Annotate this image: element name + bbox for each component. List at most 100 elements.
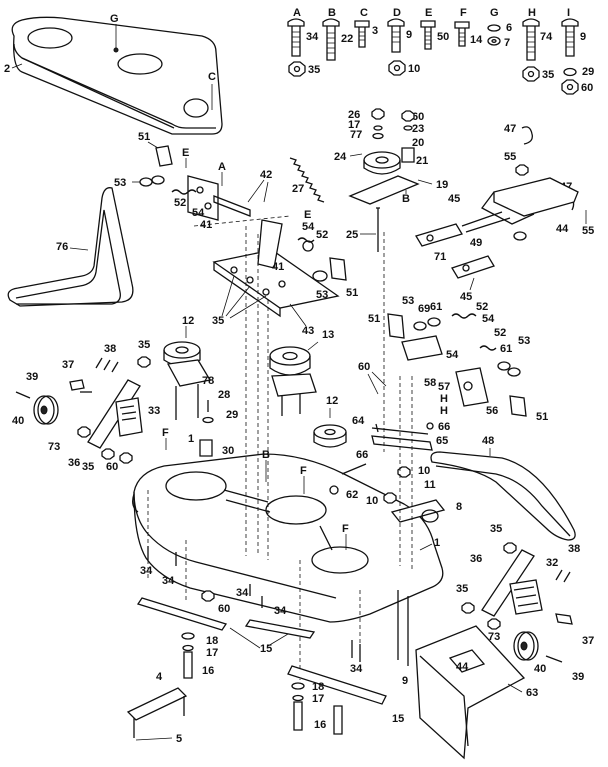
spring-part-27: 27 [289,157,325,203]
callout-39a: 39 [26,371,38,383]
hex-nut-h: 35 [522,66,554,82]
hardware-bolt-a: A 34 [287,7,319,57]
callout-40a: 40 [12,415,24,427]
callout-38a: 38 [104,343,116,355]
callout-f2: F [300,465,307,477]
hardware-bolt-h: H 74 [522,7,553,61]
hardware-number-h: 74 [540,31,553,43]
callout-12a: 12 [182,315,194,327]
callout-4: 4 [156,671,163,683]
right-idler-bracket-assembly: E 54 52 41 53 51 [257,209,358,301]
callout-52c: 52 [476,301,488,313]
callout-26: 26 [348,109,360,121]
callout-54a: 54 [192,207,205,219]
callout-60e: 60 [218,603,230,615]
callout-11: 11 [424,479,436,491]
hardware-letter-c: C [360,7,368,19]
left-idler-bracket-assembly: 51 E A 53 52 54 41 42 [114,131,272,231]
callout-76: 76 [56,241,68,253]
callout-16b: 16 [314,719,326,731]
nut-number-35b: 35 [542,69,554,81]
spindle-pulley-12-left: 12 [163,315,212,420]
callout-51a: 51 [138,131,150,143]
callout-29b: 29 [226,409,238,421]
spindle-pulley-12-right: 12 64 66 65 [313,395,450,451]
lift-arm-assembly: 47 55 47 44 55 45 49 71 45 [415,123,594,303]
hardware-letter-g: G [490,7,499,19]
callout-73a: 73 [48,441,60,453]
callout-41a: 41 [200,219,212,231]
callout-17a: 17 [348,119,360,131]
hardware-letter-e: E [425,7,432,19]
callout-53a: 53 [114,177,126,189]
callout-60c: 60 [106,461,118,473]
hardware-letter-f: F [460,7,467,19]
spindle-pulley-13: 13 [269,329,334,416]
lock-washer-29: 29 [563,66,594,78]
callout-c: C [208,71,216,83]
belt-part-76: 76 [7,187,134,307]
callout-5: 5 [176,733,182,745]
callout-16a: 16 [202,665,214,677]
deck-44-badge: 44 [456,661,469,673]
callout-64: 64 [352,415,365,427]
hardware-number-c: 3 [372,25,378,37]
hardware-bolt-i: I 9 [561,7,586,57]
right-gauge-wheel-assembly: 35 36 32 38 35 73 37 40 39 44 63 [415,523,594,760]
callout-48: 48 [482,435,494,447]
callout-20: 20 [412,137,424,149]
callout-51d: 51 [536,411,548,423]
hardware-letter-b: B [328,7,336,19]
belt-part-48: 48 [430,435,576,541]
callout-13: 13 [322,329,334,341]
callout-62: 62 [346,489,358,501]
callout-35f: 35 [490,523,502,535]
callout-17b: 17 [206,647,218,659]
callout-35e: 35 [82,461,94,473]
hardware-number-g: 6 [506,22,512,34]
callout-a-left: A [218,161,226,173]
callout-34c: 34 [236,587,249,599]
callout-35c: 35 [212,315,224,327]
left-gauge-wheel-assembly: 38 35 37 39 40 73 36 35 60 33 [12,339,160,473]
right-idler-assembly: 51 53 69 61 52 54 54 52 61 53 60 58 57 H… [358,295,548,423]
hex-nut-60: 60 [561,79,593,95]
callout-27: 27 [292,183,304,195]
hardware-bolt-f: F 14 [454,7,483,47]
callout-12b: 12 [326,395,338,407]
callout-69: 69 [418,303,430,315]
callout-66a: 66 [438,421,450,433]
callout-25: 25 [346,229,358,241]
callout-51c: 51 [368,313,380,325]
hardware-letter-h: H [528,7,536,19]
callout-53d: 53 [518,335,530,347]
callout-57: 57 [438,381,450,393]
callout-19: 19 [436,179,448,191]
hardware-bolt-c: C 3 [354,7,378,48]
callout-f1: F [162,427,169,439]
assembly-guide-lines [147,226,413,680]
nut-number-35a: 35 [308,64,320,76]
hardware-number-a: 34 [306,31,319,43]
callout-2: 2 [4,63,10,75]
washer-number-7: 7 [504,37,510,49]
callout-52b: 52 [316,229,328,241]
hardware-number-f: 14 [470,34,483,46]
callout-24: 24 [334,151,347,163]
callout-b-center: B [402,193,410,205]
hardware-bolt-e: E 50 [420,7,449,50]
callout-49: 49 [470,237,482,249]
callout-60d: 60 [358,361,370,373]
blade-and-hardware-bottom: 34 34 60 34 34 15 18 17 16 4 5 34 9 15 1… [126,546,409,745]
callout-37b: 37 [582,635,594,647]
callout-35d: 35 [138,339,150,351]
callout-65: 65 [436,435,448,447]
center-pulley-assembly: 26 17 77 60 23 20 21 24 19 B 25 [334,108,448,252]
nut-number-10a: 10 [408,63,420,75]
mower-deck-housing: B F F 66 62 10 10 11 8 1 [132,449,462,623]
callout-71: 71 [434,251,446,263]
hardware-letter-i: I [567,7,570,19]
callout-33: 33 [148,405,160,417]
callout-73b: 73 [488,631,500,643]
